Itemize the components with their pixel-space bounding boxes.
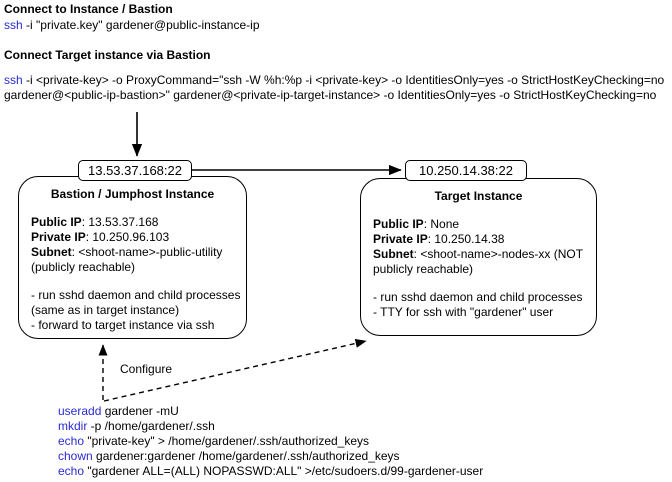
target-subnet-value: : <shoot-name>-nodes-xx (NOT — [413, 247, 584, 261]
ssh-args-line1: -i <private-key> -o ProxyCommand="ssh -W… — [22, 73, 665, 87]
target-private-ip-label: Private IP — [373, 232, 428, 246]
script-line: useradd gardener -mU — [58, 404, 483, 419]
target-private-ip-value: : 10.250.14.38 — [427, 232, 505, 246]
script-args: "gardener ALL=(ALL) NOPASSWD:ALL" >/etc/… — [84, 464, 484, 478]
bastion-instance-details: Public IP: 13.53.37.168 Private IP: 10.2… — [19, 215, 246, 333]
bastion-public-ip-row: Public IP: 13.53.37.168 — [31, 215, 246, 230]
script-line: echo "private-key" > /home/gardener/.ssh… — [58, 434, 483, 449]
script-keyword: mkdir — [58, 419, 88, 433]
target-public-ip-label: Public IP — [373, 217, 424, 231]
target-instance-details: Public IP: None Private IP: 10.250.14.38… — [361, 217, 596, 320]
ssh-keyword-2: ssh — [4, 73, 23, 87]
script-args: gardener:gardener /home/gardener/.ssh/au… — [92, 449, 400, 463]
script-line: chown gardener:gardener /home/gardener/.… — [58, 449, 483, 464]
bastion-port-label: 13.53.37.168:22 — [78, 160, 192, 181]
bastion-subnet-value: : <shoot-name>-public-utility — [71, 245, 223, 259]
target-port-label: 10.250.14.38:22 — [405, 160, 527, 181]
target-private-ip-row: Private IP: 10.250.14.38 — [373, 232, 596, 247]
target-instance-box: Target Instance Public IP: None Private … — [360, 178, 597, 336]
bastion-private-ip-value: : 10.250.96.103 — [85, 230, 170, 244]
ssh-args: -i "private.key" gardener@public-instanc… — [22, 18, 260, 32]
script-keyword: echo — [58, 434, 85, 448]
script-args: "private-key" > /home/gardener/.ssh/auth… — [84, 434, 370, 448]
target-body-spacer — [373, 277, 596, 290]
script-line: mkdir -p /home/gardener/.ssh — [58, 419, 483, 434]
target-public-ip-row: Public IP: None — [373, 217, 596, 232]
bastion-public-ip-value: : 13.53.37.168 — [81, 215, 159, 229]
bastion-private-ip-label: Private IP — [31, 230, 86, 244]
configure-edge-label: Configure — [120, 362, 173, 376]
script-args: gardener -mU — [101, 404, 179, 418]
bastion-note-2: (same as in target instance) — [31, 303, 180, 317]
target-note-2: - TTY for ssh with "gardener" user — [373, 305, 554, 319]
ssh-keyword: ssh — [4, 18, 23, 32]
script-keyword: useradd — [58, 404, 102, 418]
target-public-ip-value: : None — [423, 217, 460, 231]
bastion-note-1: - run sshd daemon and child processes — [31, 288, 241, 302]
bastion-instance-box: Bastion / Jumphost Instance Public IP: 1… — [18, 176, 247, 339]
script-keyword: chown — [58, 449, 93, 463]
bastion-note-3: - forward to target instance via ssh — [31, 318, 215, 332]
script-keyword: echo — [58, 464, 85, 478]
bastion-command-line-2: gardener@<public-ip-bastion>" gardener@<… — [4, 88, 657, 102]
bastion-public-ip-label: Public IP — [31, 215, 82, 229]
connect-instance-heading: Connect to Instance / Bastion — [4, 2, 173, 16]
target-subnet-note: publicly reachable) — [373, 262, 474, 276]
target-instance-title: Target Instance — [434, 189, 523, 203]
provisioning-script-block: useradd gardener -mU mkdir -p /home/gard… — [58, 404, 483, 479]
bastion-private-ip-row: Private IP: 10.250.96.103 — [31, 230, 246, 245]
bastion-instance-title: Bastion / Jumphost Instance — [50, 187, 215, 201]
script-args: -p /home/gardener/.ssh — [87, 419, 215, 433]
bastion-body-spacer — [31, 275, 246, 288]
bastion-subnet-label: Subnet — [31, 245, 72, 259]
connect-instance-command: ssh -i "private.key" gardener@public-ins… — [4, 18, 260, 33]
connect-via-bastion-heading: Connect Target instance via Bastion — [4, 48, 211, 62]
bastion-subnet-row: Subnet: <shoot-name>-public-utility — [31, 245, 246, 260]
script-line: echo "gardener ALL=(ALL) NOPASSWD:ALL" >… — [58, 464, 483, 479]
bastion-command-line-1: ssh -i <private-key> -o ProxyCommand="ss… — [4, 73, 664, 88]
target-note-1: - run sshd daemon and child processes — [373, 290, 583, 304]
target-subnet-row: Subnet: <shoot-name>-nodes-xx (NOT — [373, 247, 596, 262]
bastion-subnet-note: (publicly reachable) — [31, 260, 136, 274]
target-subnet-label: Subnet — [373, 247, 414, 261]
